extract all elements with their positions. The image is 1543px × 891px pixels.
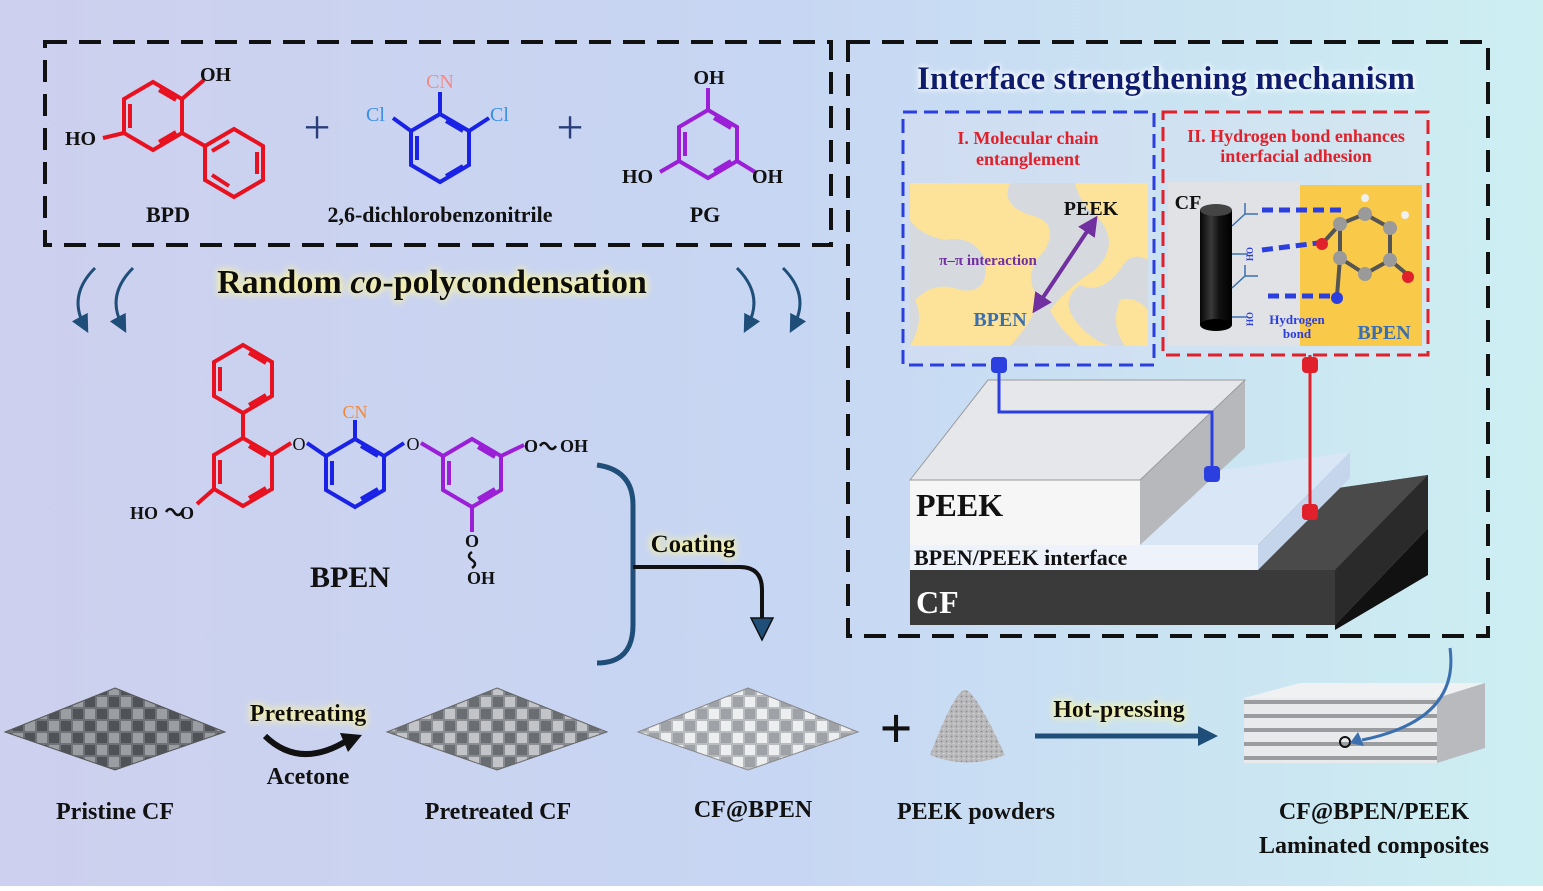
curved-arrows bbox=[71, 266, 807, 333]
final-label-1: CF@BPEN/PEEK bbox=[1279, 799, 1470, 825]
bpen-cn: CN bbox=[342, 402, 367, 422]
panel-connectors bbox=[991, 355, 1318, 520]
pretreating-label: Pretreating bbox=[250, 701, 366, 727]
panel1-title-2: entanglement bbox=[976, 149, 1080, 169]
panel1-interaction: π–π interaction bbox=[939, 253, 1037, 269]
pg-label: PG bbox=[690, 202, 721, 227]
panel1-peek: PEEK bbox=[1064, 198, 1119, 220]
panel2-hbond-1: Hydrogen bbox=[1269, 312, 1325, 327]
cf-bpen-fabric bbox=[636, 687, 860, 771]
layer-interface: BPEN/PEEK interface bbox=[914, 545, 1127, 570]
dcbn-cn: CN bbox=[426, 71, 454, 93]
panel2-hbond-2: bond bbox=[1283, 326, 1312, 341]
coating-label: Coating bbox=[651, 531, 736, 558]
bpen-end-bottom-o: O bbox=[465, 531, 479, 551]
bpd-oh-top: OH bbox=[200, 64, 232, 86]
plus-2: + bbox=[556, 101, 583, 154]
bpen-o-right: O bbox=[407, 434, 420, 454]
panel2-bpen: BPEN bbox=[1357, 322, 1411, 344]
panel1-bpen: BPEN bbox=[973, 309, 1027, 331]
panel2-cf: CF bbox=[1175, 192, 1202, 214]
panel2-title-2: interfacial adhesion bbox=[1220, 146, 1372, 166]
pg-oh-right: OH bbox=[752, 166, 784, 188]
panel2-title-1: II. Hydrogen bond enhances bbox=[1187, 126, 1405, 146]
pretreating-arrow-head bbox=[340, 733, 362, 752]
bpen-end-bottom: OH bbox=[467, 568, 495, 588]
layer-peek: PEEK bbox=[916, 487, 1003, 523]
dcbn-cl-right: Cl bbox=[490, 104, 509, 126]
bpen-structure bbox=[195, 342, 525, 532]
coating-arrow-head bbox=[749, 617, 775, 642]
pretreating-arrow bbox=[262, 733, 350, 757]
pg-oh-top: OH bbox=[693, 67, 725, 89]
bpen-o-left: O bbox=[293, 434, 306, 454]
hot-pressing-arrow-head bbox=[1198, 726, 1218, 746]
pretreated-cf-fabric bbox=[385, 687, 609, 771]
mechanism-frame bbox=[846, 40, 1490, 638]
pg-ho-left: HO bbox=[622, 166, 653, 188]
coating-arrow bbox=[633, 565, 764, 622]
dcbn-structure bbox=[391, 92, 491, 185]
panel2-ho-1: HO bbox=[1245, 312, 1255, 326]
cf-bpen-label: CF@BPEN bbox=[694, 797, 813, 823]
peek-powders-label: PEEK powders bbox=[897, 799, 1055, 825]
peek-powder-pile bbox=[930, 690, 1005, 763]
pg-structure bbox=[658, 88, 757, 181]
entanglement-image bbox=[910, 183, 1148, 346]
bpen-wavy-bottom bbox=[467, 550, 477, 570]
pristine-cf-fabric bbox=[3, 687, 227, 771]
bpd-structure bbox=[102, 78, 265, 200]
plus-1: + bbox=[303, 101, 330, 154]
panel1-title-1: I. Molecular chain bbox=[957, 128, 1098, 148]
laminated-composite bbox=[1244, 683, 1485, 763]
mechanism-title: Interface strengthening mechanism bbox=[917, 61, 1415, 97]
zoom-arrow-head bbox=[1350, 732, 1364, 746]
panel2-ho-2: HO bbox=[1245, 247, 1255, 261]
dcbn-cl-left: Cl bbox=[366, 104, 385, 126]
zoom-arrow bbox=[1361, 647, 1453, 742]
hot-pressing-label: Hot-pressing bbox=[1053, 697, 1185, 723]
reaction-label: Random co-polycondensation bbox=[217, 264, 647, 301]
pristine-cf-label: Pristine CF bbox=[56, 799, 174, 825]
bpen-wavy-left bbox=[164, 507, 184, 517]
final-label-2: Laminated composites bbox=[1259, 833, 1489, 859]
hbond-image bbox=[1168, 182, 1422, 346]
acetone-label: Acetone bbox=[267, 764, 350, 790]
dcbn-label: 2,6-dichlorobenzonitrile bbox=[327, 202, 552, 227]
bpen-label: BPEN bbox=[310, 561, 390, 594]
plus-3: + bbox=[879, 696, 912, 761]
layer-cf: CF bbox=[916, 584, 959, 620]
bpd-ho-left: HO bbox=[65, 128, 96, 150]
bpen-wavy-right bbox=[538, 441, 558, 451]
pretreated-cf-label: Pretreated CF bbox=[425, 799, 571, 825]
reactants-frame bbox=[43, 40, 833, 247]
bpd-label: BPD bbox=[146, 202, 190, 227]
